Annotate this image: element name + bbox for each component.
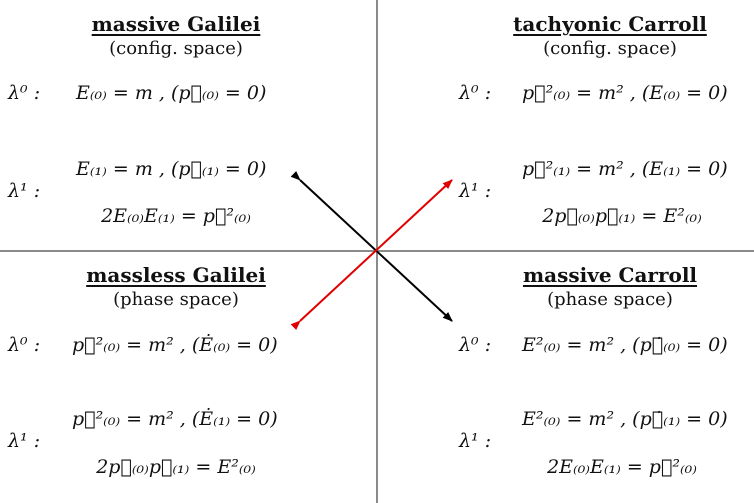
quadrant-bottom-right-lambda0-label: λ⁰ : bbox=[459, 334, 492, 356]
quadrant-top-left-lambda0-label: λ⁰ : bbox=[8, 82, 41, 104]
quadrant-top-left-subtitle: (config. space) bbox=[109, 38, 243, 59]
quadrant-top-right-lambda1-label: λ¹ : bbox=[459, 180, 492, 202]
quadrant-top-left-lambda1-label: λ¹ : bbox=[8, 180, 41, 202]
quadrant-top-left-lambda0-equation: E₍₀₎ = m , (p⃗₍₀₎ = 0) bbox=[76, 82, 267, 104]
quadrant-bottom-right-title: massive Carroll bbox=[522, 263, 698, 287]
quadrant-top-right-lambda1-equation-1: p⃗²₍₁₎ = m² , (E₍₁₎ = 0) bbox=[522, 158, 728, 180]
quadrant-top-left-title: massive Galilei bbox=[91, 12, 261, 36]
quadrant-top-right-title: tachyonic Carroll bbox=[513, 12, 707, 36]
quadrant-bottom-right-subtitle: (phase space) bbox=[547, 289, 673, 310]
quadrant-top-right-lambda1-equation-2: 2p⃗₍₀₎p⃗₍₁₎ = E²₍₀₎ bbox=[542, 205, 702, 227]
quadrant-bottom-left-lambda1-equation-1: p⃗²₍₀₎ = m² , (Ė₍₁₎ = 0) bbox=[72, 408, 278, 430]
quadrant-bottom-left-lambda0-label: λ⁰ : bbox=[8, 334, 41, 356]
quadrant-bottom-left-lambda1-label: λ¹ : bbox=[8, 430, 41, 452]
quadrant-bottom-left-subtitle: (phase space) bbox=[113, 289, 239, 310]
quadrant-top-right-lambda0-equation: p⃗²₍₀₎ = m² , (E₍₀₎ = 0) bbox=[522, 82, 728, 104]
quadrant-bottom-left-lambda1-equation-2: 2p⃗₍₀₎p⃗₍₁₎ = E²₍₀₎ bbox=[96, 456, 256, 478]
quadrant-bottom-left-title: massless Galilei bbox=[86, 263, 266, 287]
quadrant-bottom-left-lambda0-equation: p⃗²₍₀₎ = m² , (Ė₍₀₎ = 0) bbox=[72, 334, 278, 356]
quadrant-bottom-right-lambda1-equation-1: E²₍₀₎ = m² , (p⃗̇₍₁₎ = 0) bbox=[522, 408, 728, 430]
arrow-massless-tachyonic bbox=[290, 179, 453, 331]
quadrant-top-left-lambda1-equation-2: 2E₍₀₎E₍₁₎ = p⃗²₍₀₎ bbox=[101, 205, 251, 227]
quadrant-top-right-lambda0-label: λ⁰ : bbox=[459, 82, 492, 104]
quadrant-top-right-subtitle: (config. space) bbox=[543, 38, 677, 59]
quadrant-bottom-right-lambda0-equation: E²₍₀₎ = m² , (p⃗̇₍₀₎ = 0) bbox=[522, 334, 728, 356]
quadrant-top-left-lambda1-equation-1: E₍₁₎ = m , (p⃗₍₁₎ = 0) bbox=[76, 158, 267, 180]
quadrant-bottom-right-lambda1-equation-2: 2E₍₀₎E₍₁₎ = p⃗²₍₀₎ bbox=[547, 456, 697, 478]
quadrant-bottom-right-lambda1-label: λ¹ : bbox=[459, 430, 492, 452]
